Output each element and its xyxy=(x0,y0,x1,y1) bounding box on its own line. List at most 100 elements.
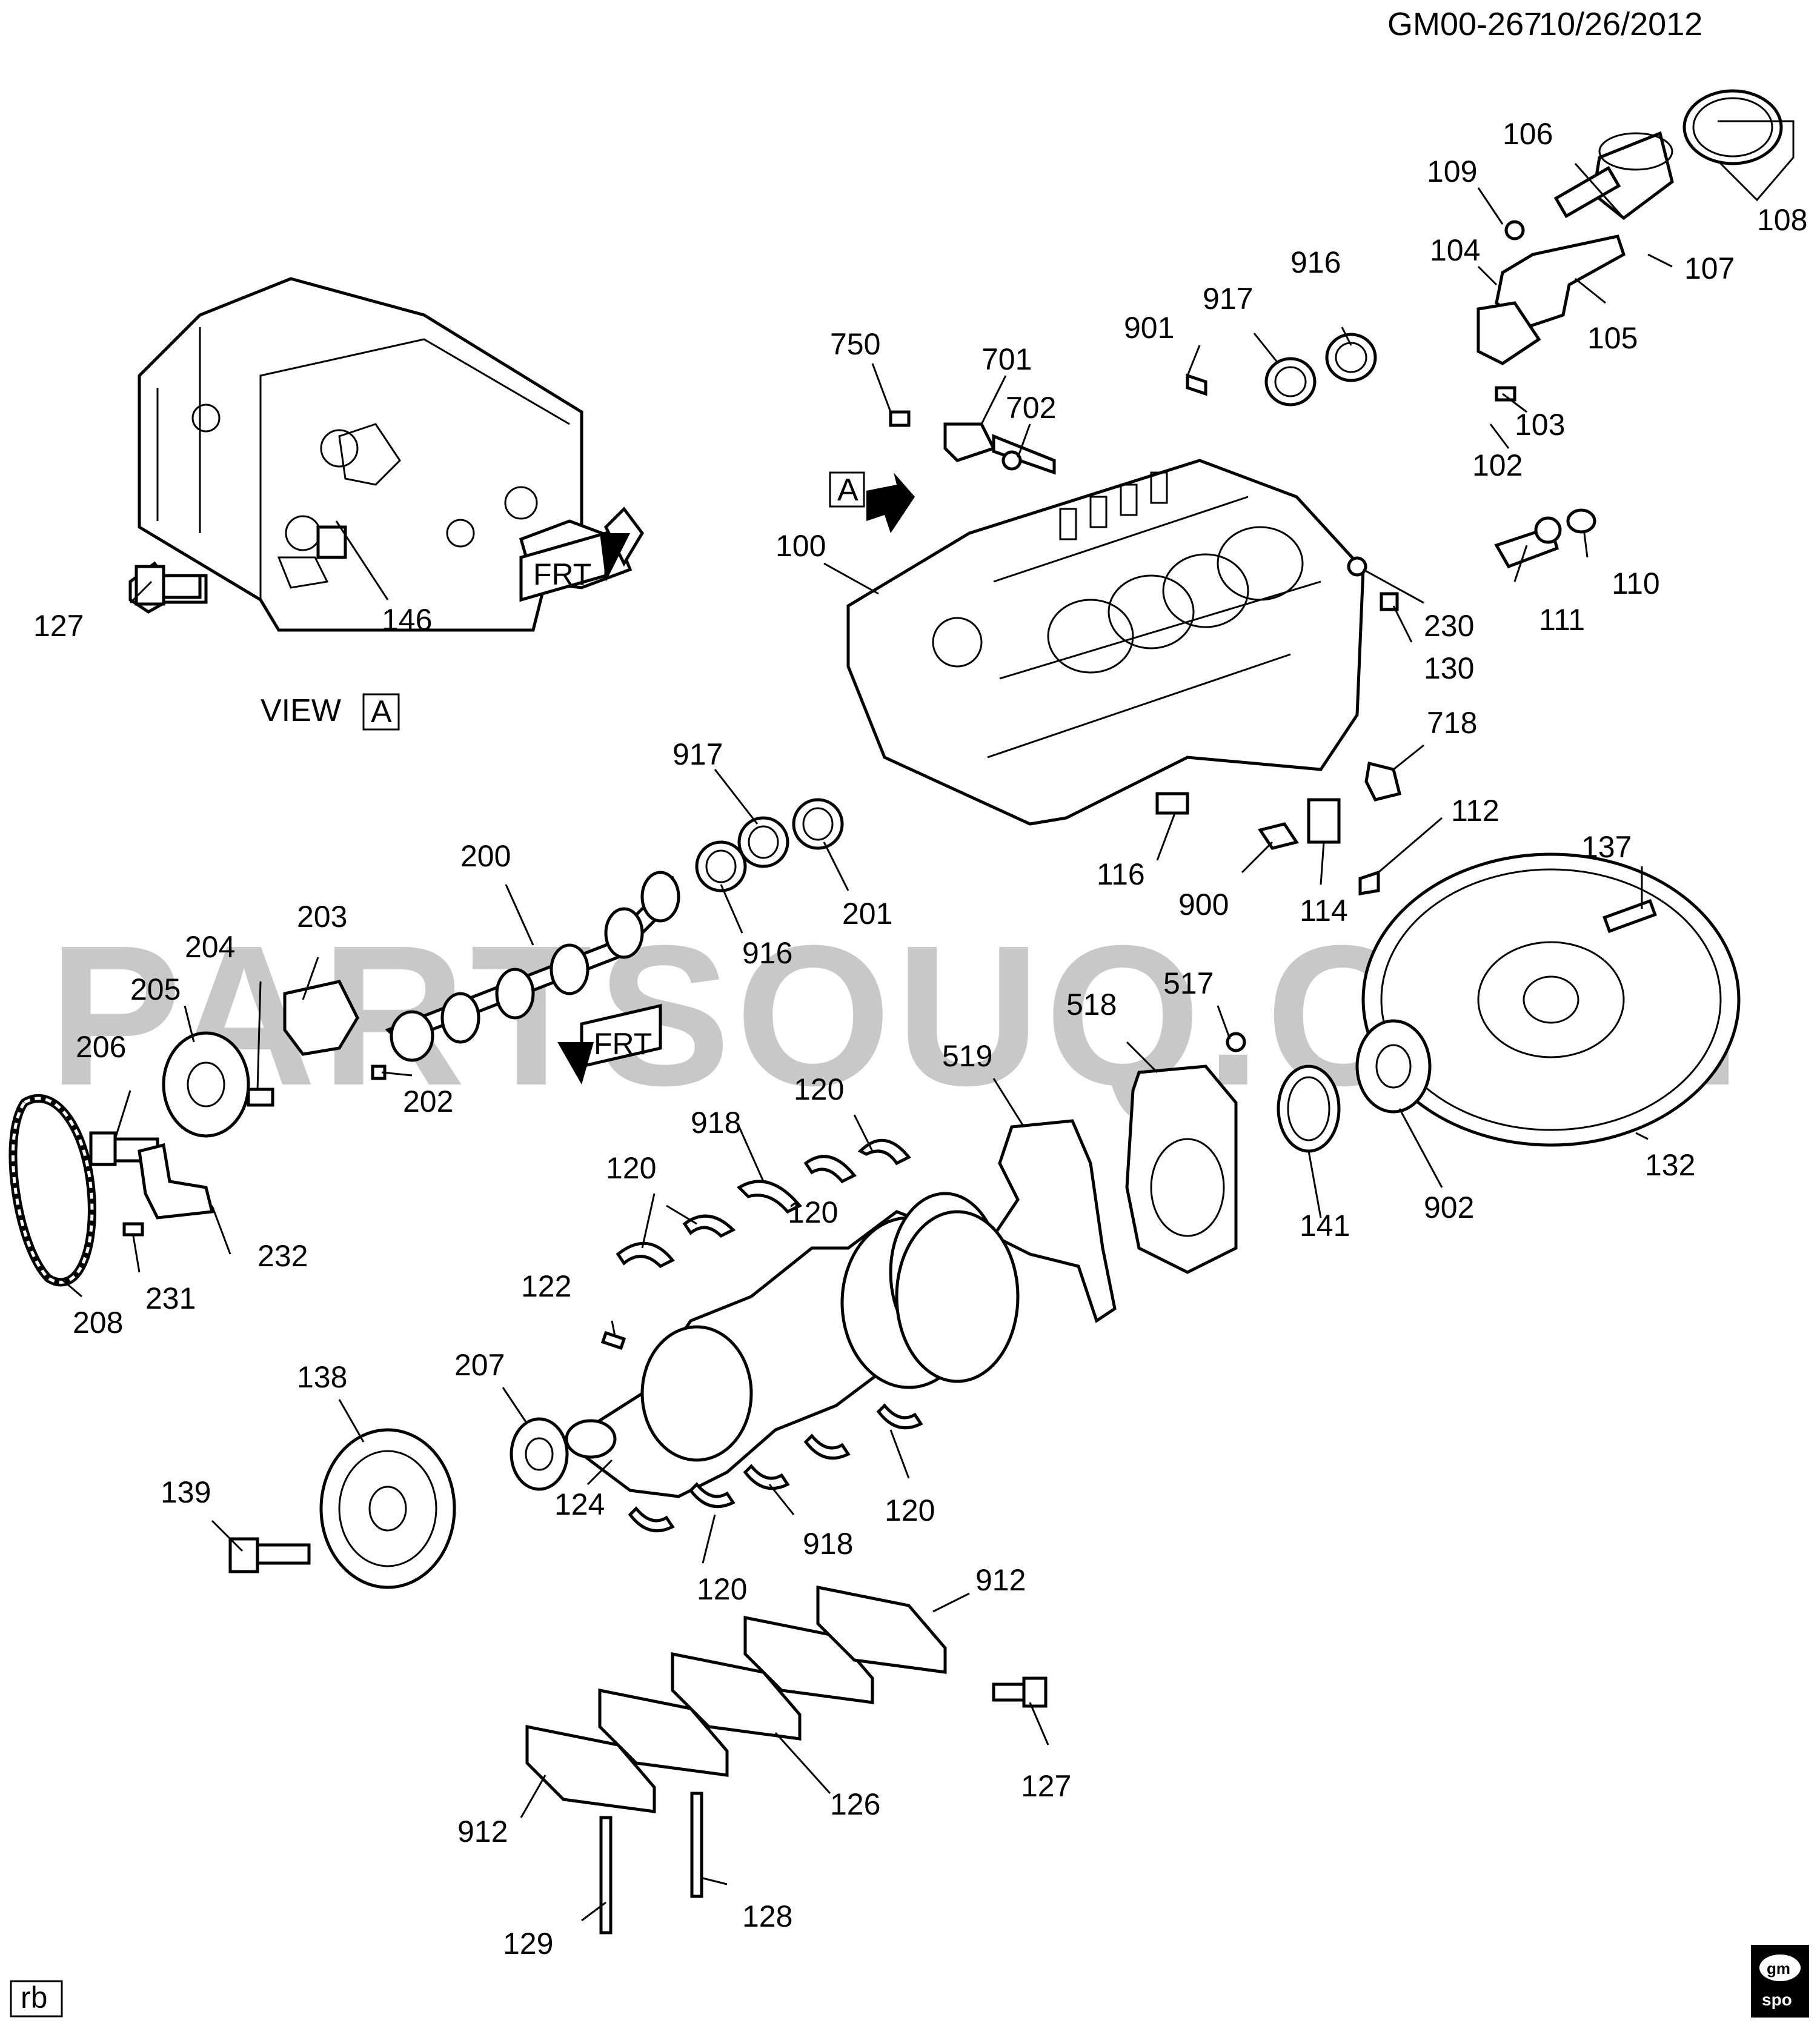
flywheel xyxy=(1361,852,1741,1147)
callout-109: 109 xyxy=(1427,154,1477,188)
callout-112: 112 xyxy=(1451,794,1500,828)
callout-901: 901 xyxy=(1124,311,1174,345)
camshaft xyxy=(385,871,680,1062)
flexplate-spacer-902 xyxy=(1355,1019,1432,1114)
main-bearing-shells xyxy=(616,1138,923,1533)
callout-750: 750 xyxy=(830,327,880,361)
callout-105: 105 xyxy=(1587,321,1638,355)
callout-230: 230 xyxy=(1424,609,1474,643)
view-a-arrow xyxy=(866,473,915,533)
callout-517: 517 xyxy=(1163,966,1214,1000)
view-caption-box xyxy=(362,693,400,731)
callout-103: 103 xyxy=(1515,408,1565,442)
callout-129: 129 xyxy=(503,1927,553,1961)
cam-bearings-lower xyxy=(695,798,844,892)
rear-housing-518 xyxy=(1125,1032,1246,1274)
callout-701: 701 xyxy=(981,342,1032,376)
callout-100: 100 xyxy=(775,529,826,563)
callout-labels: 106 109 108 107 104 105 103 102 916 917 … xyxy=(33,117,1807,1961)
bolt-204 xyxy=(247,1088,274,1107)
callout-111: 111 xyxy=(1539,603,1585,637)
gm-spo-logo: gm spo xyxy=(1751,1945,1809,2018)
engine-block xyxy=(846,459,1365,826)
callout-128: 128 xyxy=(742,1899,792,1933)
callout-201: 201 xyxy=(842,897,892,931)
callout-912-right: 912 xyxy=(975,1563,1026,1597)
svg-text:FRT: FRT xyxy=(594,1027,652,1061)
callout-139: 139 xyxy=(161,1475,211,1509)
svg-text:FRT: FRT xyxy=(533,557,591,591)
callout-917-top: 917 xyxy=(1203,282,1253,316)
crank-reluctor-ring xyxy=(895,1210,1020,1383)
main-bearing-caps xyxy=(525,1585,947,1813)
callout-124: 124 xyxy=(554,1487,605,1521)
view-caption: VIEW xyxy=(261,693,341,728)
corner-tag: rb xyxy=(21,1981,47,2014)
callout-918-upper: 918 xyxy=(691,1106,741,1140)
balancer-bolt-139 xyxy=(228,1537,311,1573)
callout-146: 146 xyxy=(382,603,432,637)
callout-203: 203 xyxy=(297,900,347,934)
callout-114: 114 xyxy=(1300,894,1348,928)
block-plugs-right xyxy=(1347,508,1596,611)
harmonic-balancer-138 xyxy=(319,1428,456,1589)
callout-106: 106 xyxy=(1503,117,1553,151)
callout-120-c: 120 xyxy=(788,1195,838,1229)
callout-232: 232 xyxy=(257,1239,308,1273)
sensor-701 xyxy=(889,410,1056,475)
callout-107: 107 xyxy=(1684,251,1735,285)
chain-tensioner-232 xyxy=(122,1143,214,1237)
callout-200: 200 xyxy=(460,839,511,873)
callout-132: 132 xyxy=(1645,1148,1695,1182)
callout-917-lower: 917 xyxy=(673,737,723,771)
view-a-marker-box xyxy=(829,471,865,508)
callout-519: 519 xyxy=(942,1039,992,1073)
callout-206: 206 xyxy=(76,1030,126,1064)
piston-assembly xyxy=(1476,89,1783,402)
callout-120-b: 120 xyxy=(606,1151,656,1185)
crank-sprocket-207 xyxy=(510,1417,569,1491)
callout-137: 137 xyxy=(1581,830,1632,864)
callout-207: 207 xyxy=(454,1348,505,1382)
cap-bolt-127 xyxy=(992,1676,1048,1708)
rear-gasket-519 xyxy=(991,1119,1117,1323)
front-arrow-main: FRT xyxy=(557,1003,662,1084)
callout-127-lower: 127 xyxy=(1021,1769,1071,1803)
leader-lines xyxy=(60,120,1795,1922)
callout-518: 518 xyxy=(1066,988,1117,1021)
callout-102: 102 xyxy=(1472,448,1523,482)
diagram-date: 10/26/2012 xyxy=(1539,6,1702,42)
rear-seal-141 xyxy=(1277,1064,1341,1153)
callout-902: 902 xyxy=(1424,1191,1474,1224)
svg-text:spo: spo xyxy=(1762,1990,1792,2009)
callout-202: 202 xyxy=(403,1084,453,1118)
callout-918-lower: 918 xyxy=(803,1527,853,1561)
callout-205: 205 xyxy=(130,972,181,1006)
inset-bolt-127 xyxy=(135,565,202,606)
callout-208: 208 xyxy=(73,1306,123,1340)
svg-text:gm: gm xyxy=(1767,1959,1790,1978)
cam-sprocket-205 xyxy=(162,1031,250,1138)
callout-120-e: 120 xyxy=(697,1572,747,1606)
callout-104: 104 xyxy=(1430,233,1480,267)
stud-128 xyxy=(690,1792,703,1898)
callout-912-left: 912 xyxy=(457,1815,508,1848)
callout-204: 204 xyxy=(185,930,235,964)
callout-702: 702 xyxy=(1006,391,1056,425)
callout-110: 110 xyxy=(1612,566,1660,600)
block-sensors-lower xyxy=(1155,761,1402,895)
view-a-marker: A xyxy=(837,473,859,508)
callout-126: 126 xyxy=(830,1787,880,1821)
callout-127-inset: 127 xyxy=(33,609,84,643)
callout-141: 141 xyxy=(1300,1209,1350,1243)
cam-bearings-top xyxy=(1186,333,1377,407)
callout-108: 108 xyxy=(1757,203,1807,237)
callout-916-lower: 916 xyxy=(742,936,792,970)
corner-tag-box xyxy=(10,1980,63,2018)
timing-chain-208 xyxy=(8,1094,96,1287)
callout-138: 138 xyxy=(297,1360,347,1394)
callout-916-top: 916 xyxy=(1290,245,1341,279)
callout-122: 122 xyxy=(521,1269,571,1303)
callout-120-d: 120 xyxy=(885,1493,935,1527)
